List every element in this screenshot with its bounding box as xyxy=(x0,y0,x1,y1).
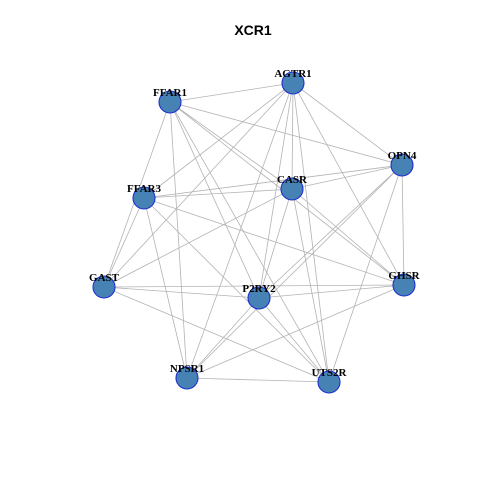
node-label-ghsr: GHSR xyxy=(388,270,420,282)
node-label-p2ry2: P2RY2 xyxy=(242,283,276,295)
node-p2ry2 xyxy=(247,286,271,310)
node-label-gast: GAST xyxy=(89,272,120,284)
node-agtr1 xyxy=(281,71,305,95)
edge-ffar1-agtr1 xyxy=(169,82,294,103)
node-ffar3 xyxy=(132,186,156,210)
edge-gast-ghsr xyxy=(103,284,405,288)
edge-ffar3-ghsr xyxy=(143,197,405,286)
edge-gast-p2ry2 xyxy=(103,286,260,299)
node-label-opn4: OPN4 xyxy=(388,150,417,162)
edges-layer xyxy=(103,82,405,383)
node-casr xyxy=(280,177,304,201)
node-label-uts2r: UTS2R xyxy=(312,367,348,379)
edge-opn4-npsr1 xyxy=(186,164,403,379)
nodes-layer xyxy=(92,71,416,394)
node-npsr1 xyxy=(175,366,199,390)
node-label-npsr1: NPSR1 xyxy=(170,363,204,375)
edge-ffar3-gast xyxy=(103,197,145,288)
edge-agtr1-opn4 xyxy=(292,82,403,166)
edge-ffar3-uts2r xyxy=(143,197,330,383)
edge-agtr1-uts2r xyxy=(292,82,330,383)
node-uts2r xyxy=(317,370,341,394)
edge-agtr1-ghsr xyxy=(292,82,405,286)
edge-agtr1-gast xyxy=(103,82,294,288)
edge-npsr1-uts2r xyxy=(186,377,330,383)
edge-opn4-casr xyxy=(291,164,403,190)
edge-casr-ffar3 xyxy=(143,188,293,199)
edge-opn4-ffar3 xyxy=(143,164,403,199)
edge-casr-ghsr xyxy=(291,188,405,286)
node-gast xyxy=(92,275,116,299)
edge-p2ry2-npsr1 xyxy=(186,297,260,379)
edge-ffar1-p2ry2 xyxy=(169,101,260,299)
edge-ghsr-npsr1 xyxy=(186,284,405,379)
edge-ffar1-casr xyxy=(169,101,293,190)
edge-casr-gast xyxy=(103,188,293,288)
edge-agtr1-casr xyxy=(291,82,294,190)
edge-ghsr-p2ry2 xyxy=(258,284,405,299)
edge-ffar1-npsr1 xyxy=(169,101,188,379)
edge-gast-uts2r xyxy=(103,286,330,383)
node-ghsr xyxy=(392,273,416,297)
edge-casr-p2ry2 xyxy=(258,188,293,299)
edge-opn4-p2ry2 xyxy=(258,164,403,299)
edge-agtr1-p2ry2 xyxy=(258,82,294,299)
node-label-ffar1: FFAR1 xyxy=(153,87,187,99)
node-opn4 xyxy=(390,153,414,177)
node-ffar1 xyxy=(158,90,182,114)
edge-ffar1-uts2r xyxy=(169,101,330,383)
node-label-casr: CASR xyxy=(277,174,308,186)
node-label-agtr1: AGTR1 xyxy=(274,68,311,80)
edge-opn4-ghsr xyxy=(401,164,405,286)
edge-ffar1-opn4 xyxy=(169,101,403,166)
edge-opn4-uts2r xyxy=(328,164,403,383)
edge-p2ry2-uts2r xyxy=(258,297,330,383)
node-label-ffar3: FFAR3 xyxy=(127,183,162,195)
edge-agtr1-ffar3 xyxy=(143,82,294,199)
edge-ffar3-npsr1 xyxy=(143,197,188,379)
figure-title: XCR1 xyxy=(234,22,272,38)
